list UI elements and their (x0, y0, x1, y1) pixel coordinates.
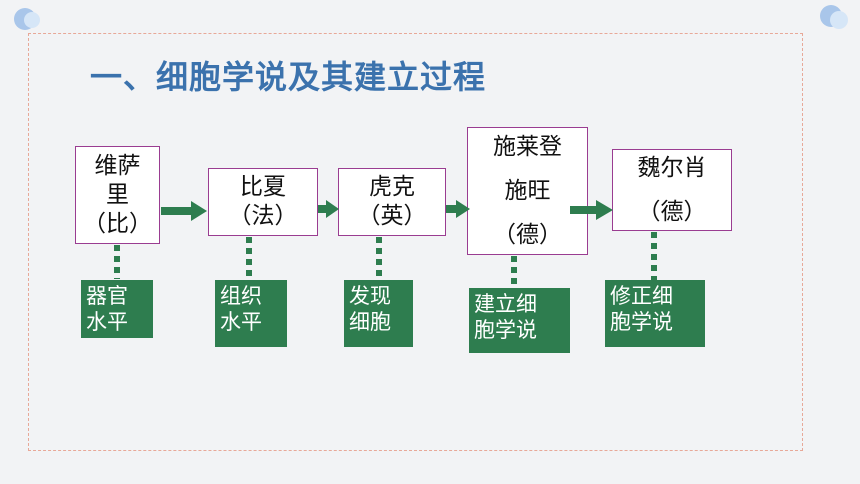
decor-circle (24, 12, 40, 28)
contribution-line: 组织 (220, 284, 262, 308)
dotted-connector (114, 245, 120, 279)
contribution-box: 建立细 胞学说 (469, 288, 570, 353)
contribution-box: 发现 细胞 (344, 280, 413, 347)
arrow-right-icon (446, 200, 470, 218)
arrow-right-icon (318, 200, 339, 218)
scientist-box-hooke: 虎克 （英） (338, 168, 446, 236)
scientist-box-vesalius: 维萨 里 （比） (75, 146, 160, 244)
arrow-right-icon (161, 201, 207, 221)
scientist-country: （英） (357, 203, 427, 229)
arrow-right-icon (570, 200, 613, 220)
scientist-country: （比） (83, 210, 152, 237)
contribution-box: 组织 水平 (215, 280, 287, 347)
contribution-box: 器官 水平 (81, 280, 153, 338)
contribution-box: 修正细 胞学说 (605, 280, 705, 347)
scientist-name-line: 虎克 (369, 174, 415, 200)
contribution-line: 发现 (349, 284, 391, 308)
scientist-country: （法） (228, 203, 298, 229)
dotted-connector (511, 256, 517, 288)
scientist-country: （德） (493, 222, 562, 248)
scientist-name-line: 魏尔肖 (637, 155, 707, 181)
dotted-connector (651, 232, 657, 280)
scientist-name-line: 维萨 (94, 152, 141, 179)
scientist-box-bichat: 比夏 （法） (208, 168, 318, 236)
contribution-line: 细胞 (349, 310, 391, 334)
contribution-line: 修正细 (610, 284, 673, 308)
contribution-line: 器官 (86, 284, 128, 308)
slide-title: 一、细胞学说及其建立过程 (90, 58, 487, 96)
decor-circle (830, 11, 848, 29)
contribution-line: 胞学说 (474, 318, 537, 342)
scientist-country: （德） (637, 199, 707, 225)
scientist-name-line: 里 (106, 181, 129, 208)
dotted-connector (246, 237, 252, 279)
contribution-line: 胞学说 (610, 310, 673, 334)
scientist-name-line: 比夏 (240, 174, 286, 200)
contribution-line: 水平 (86, 310, 128, 334)
scientist-name-line: 施莱登 (493, 134, 562, 160)
content-frame (28, 33, 803, 451)
scientist-box-schleiden-schwann: 施莱登 施旺 （德） (467, 127, 588, 255)
scientist-box-virchow: 魏尔肖 （德） (612, 149, 732, 231)
contribution-line: 建立细 (474, 292, 537, 316)
dotted-connector (376, 237, 382, 279)
contribution-line: 水平 (220, 310, 262, 334)
scientist-name-line: 施旺 (504, 178, 551, 204)
